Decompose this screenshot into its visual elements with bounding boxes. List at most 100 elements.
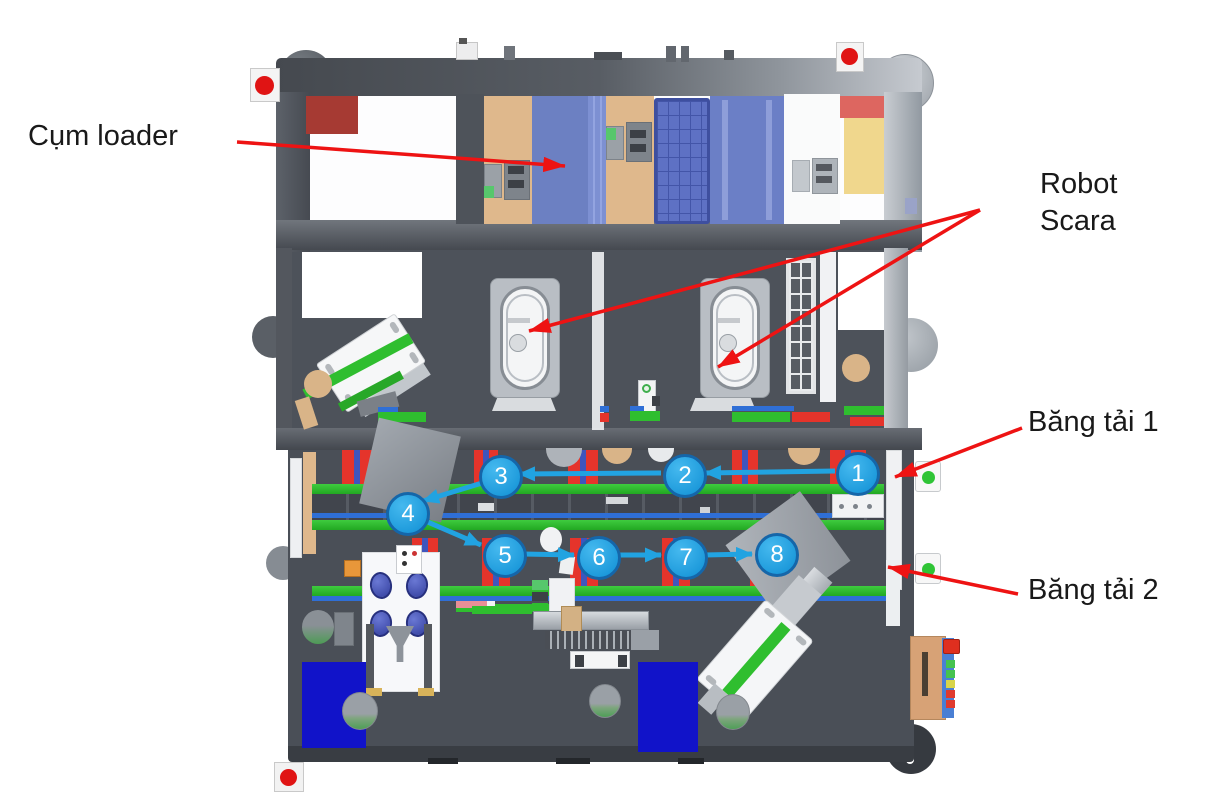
machine-foot [556,758,590,764]
flow-step-6: 6 [577,536,621,580]
base-roller [302,610,334,644]
frame-bottom-bar [288,746,914,762]
loader-blue-panel-1 [532,96,588,224]
transfer-module [832,494,884,518]
conveyor-2-belt [312,586,888,596]
shelf-divider-column [456,94,484,224]
machine-foot [678,758,704,764]
flow-step-2: 2 [663,454,707,498]
flow-step-7-number: 7 [679,544,693,571]
tan-roller [842,354,870,382]
estop-top-right-button [841,48,858,65]
fixture-foot [418,688,434,696]
flow-step-8: 8 [755,533,799,577]
label-conveyor-1: Băng tải 1 [1028,406,1159,438]
loader-panel-slot [722,100,728,220]
control-panel-red-button [943,639,960,654]
scara-robot-1-joint [509,334,527,352]
orange-coupler [344,560,361,577]
divider-dark-bit [652,396,660,406]
label-loader: Cụm loader [28,120,178,152]
flow-step-3: 3 [479,455,523,499]
loader-gripper [792,160,810,192]
right-rail-white-lower [886,560,900,626]
label-robot-line1: Robot [1040,168,1118,200]
base-roller [716,694,750,730]
control-panel-light [946,660,955,668]
red-plate-top-left [306,96,358,134]
flow-step-2-number: 2 [678,462,692,489]
tan-half-roller [788,448,820,465]
gripper-slot [816,164,832,171]
frame-top-bar [276,58,922,96]
flow-step-1-number: 1 [851,460,865,487]
divider-sensor-led [642,384,651,393]
fixture-foot [366,688,382,696]
scara-robot-2-joint [719,334,737,352]
gripper-slot [630,144,646,152]
control-panel-light [946,690,955,698]
gripper-slot [630,130,646,138]
label-robot-scara: Robot Scara [1040,166,1117,240]
actuator-gray-plate [631,630,659,650]
flow-step-3-number: 3 [494,463,508,490]
flow-step-4-number: 4 [401,500,415,527]
mid-dark-grid-tray [786,258,816,394]
fixture-rail [424,624,432,688]
frame-right-leg-mid [884,248,908,450]
top-mounted-box [456,42,478,60]
mini-station-dark [532,592,548,601]
gray-half-roller [546,448,582,467]
loader-grid-tray [654,98,710,224]
label-robot-line2: Scara [1040,205,1116,237]
control-panel-body [910,636,946,720]
loader-panel-slot [766,100,772,220]
estop-bottom-left-button [280,769,297,786]
panel-tab [905,198,917,214]
left-rail-white [290,458,302,558]
conveyor-2-guide-blue [312,596,888,601]
scara-robot-1-mark [508,318,530,323]
gripper-slot [508,166,524,174]
control-panel-edge [942,638,954,718]
pallet-on-track [478,503,494,511]
mini-station-green [532,603,548,611]
mid-white-cutout-left [302,252,422,318]
belt-stub-blue [600,406,609,412]
top-mounted-box-cap [459,38,467,44]
belt-stub-green [844,406,884,415]
belt-stub-green [630,411,660,421]
pallet-on-track [606,497,628,504]
sensor-box-conveyor-2 [915,553,941,584]
base-roller [589,684,621,718]
frame-left-leg-mid [276,248,292,450]
loader-blue-rail [588,96,606,224]
tan-half-roller [602,448,632,464]
white-half-roller [648,448,674,462]
base-roller [342,692,378,730]
white-tip [487,601,495,608]
flow-step-7: 7 [664,536,708,580]
belt-stub-green [732,412,790,422]
actuator-striped-block [545,631,631,649]
flow-step-5: 5 [483,534,527,578]
actuator-rail [533,611,649,630]
tan-roller [304,370,332,398]
flow-step-5-number: 5 [498,542,512,569]
white-disc [540,527,562,552]
flow-step-4: 4 [386,492,430,536]
control-panel-light [946,700,955,708]
belt-stub-red [850,417,884,426]
top-stub [681,46,689,62]
white-bit [558,555,576,575]
control-panel-slot [922,652,928,696]
top-stub [724,50,734,60]
conveyor-1-belt-bottom [312,520,884,530]
estop-top-left-button [255,76,274,95]
top-stub [504,46,515,60]
blue-base-pad [638,662,698,752]
yellow-panel [844,118,884,194]
control-panel-light [946,670,955,678]
